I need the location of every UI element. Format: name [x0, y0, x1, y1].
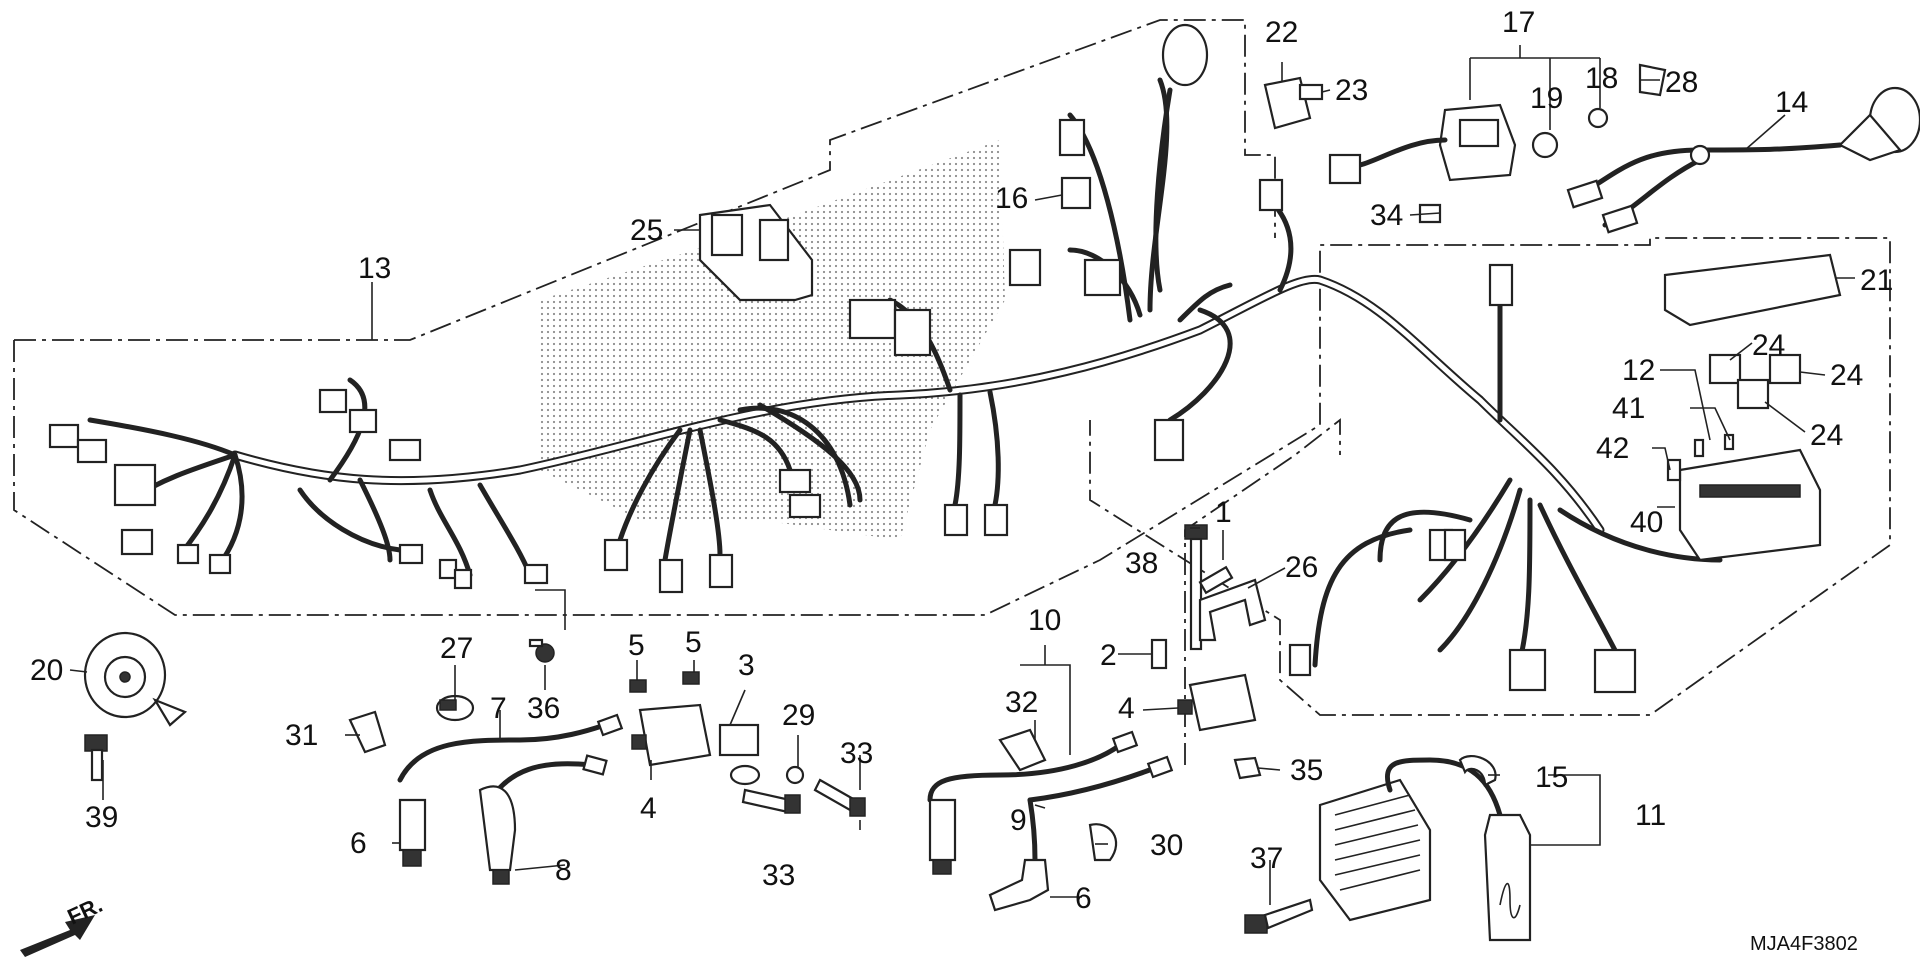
callout-5b: 5 — [685, 626, 702, 659]
harness-group-outline-top — [14, 19, 1276, 341]
callout-21: 21 — [1860, 264, 1893, 297]
collar-2 — [1150, 638, 1168, 670]
callout-4b: 4 — [1118, 692, 1135, 725]
callout-28: 28 — [1665, 66, 1698, 99]
callout-33b: 33 — [762, 859, 795, 892]
callout-40: 40 — [1630, 506, 1663, 539]
callout-numbers: 13 25 16 22 23 17 19 18 28 14 34 21 24 2… — [30, 6, 1893, 915]
callout-17: 17 — [1502, 6, 1535, 39]
plug-cap-6-left — [398, 798, 427, 867]
harness-group-outline — [13, 237, 1891, 716]
clamp-32 — [998, 728, 1047, 772]
callout-7: 7 — [490, 692, 507, 725]
plug-lead-7 — [397, 713, 624, 803]
callout-37: 37 — [1250, 842, 1283, 875]
ignition-coil-4-right — [1177, 673, 1257, 732]
clamp-30 — [1088, 823, 1118, 862]
callout-34: 34 — [1370, 199, 1403, 232]
callout-35: 35 — [1290, 754, 1323, 787]
callout-23: 23 — [1335, 74, 1368, 107]
fuse-box-21 — [1663, 253, 1842, 327]
plug-lead-10 — [927, 730, 1174, 875]
nut-35 — [1233, 756, 1262, 780]
relay-box-17 — [1328, 63, 1667, 224]
pin-1 — [1198, 565, 1234, 595]
plug-cap-6-right — [988, 797, 1050, 912]
bolt-39 — [84, 734, 108, 782]
bolt-37 — [1244, 898, 1314, 934]
callout-29: 29 — [782, 699, 815, 732]
coupler-25 — [698, 203, 814, 302]
nuts-5 — [629, 671, 700, 693]
callout-5a: 5 — [628, 629, 645, 662]
callout-25: 25 — [630, 214, 663, 247]
coil-group-outline — [1184, 418, 1341, 765]
callout-19: 19 — [1530, 82, 1563, 115]
callout-18: 18 — [1585, 62, 1618, 95]
boot-upper — [1153, 23, 1209, 293]
plug-cap-8 — [478, 785, 517, 885]
ignition-coil-3 — [631, 703, 761, 786]
callout-24b: 24 — [1830, 359, 1863, 392]
stipple-shading — [540, 140, 1005, 540]
callout-6b: 6 — [1075, 882, 1092, 915]
callout-33a: 33 — [840, 737, 873, 770]
callout-41: 41 — [1612, 392, 1645, 425]
relays-24 — [1708, 353, 1802, 410]
callout-11: 11 — [1635, 799, 1666, 832]
callout-6a: 6 — [350, 827, 367, 860]
callout-14: 14 — [1775, 86, 1808, 119]
callout-30: 30 — [1150, 829, 1183, 862]
front-direction-arrow: FR. — [20, 892, 106, 957]
callout-39: 39 — [85, 801, 118, 834]
fuse-block-40 — [1666, 433, 1822, 562]
callout-27: 27 — [440, 632, 473, 665]
callout-12: 12 — [1622, 354, 1655, 387]
callout-26: 26 — [1285, 551, 1318, 584]
connector-16 — [1060, 176, 1092, 210]
callout-20: 20 — [30, 654, 63, 687]
callout-24c: 24 — [1810, 419, 1843, 452]
callout-36: 36 — [527, 692, 560, 725]
callout-38: 38 — [1125, 547, 1158, 580]
callout-3: 3 — [738, 649, 755, 682]
bolts-33 — [741, 778, 866, 817]
harness-connectors-left — [48, 388, 1009, 594]
callout-31: 31 — [285, 719, 318, 752]
callout-13: 13 — [358, 252, 391, 285]
callout-24a: 24 — [1752, 329, 1785, 362]
callout-4a: 4 — [640, 792, 657, 825]
callout-10: 10 — [1028, 604, 1061, 637]
regulator-rectifier-11 — [1318, 757, 1532, 942]
relay-22 — [1263, 76, 1324, 130]
callout-22: 22 — [1265, 16, 1298, 49]
callout-32: 32 — [1005, 686, 1038, 719]
callout-8: 8 — [555, 854, 572, 887]
wire-sub-harness-14 — [1566, 86, 1920, 234]
bracket-26 — [1198, 578, 1267, 642]
callout-16: 16 — [995, 182, 1028, 215]
washer-29 — [785, 765, 805, 785]
callout-2: 2 — [1100, 639, 1117, 672]
clamp-31 — [348, 710, 387, 754]
callout-1: 1 — [1215, 496, 1232, 529]
horn-20 — [83, 631, 188, 727]
clamp-15 — [1458, 755, 1497, 787]
callout-42: 42 — [1596, 432, 1629, 465]
leader-lines — [69, 45, 1855, 905]
callout-15: 15 — [1535, 761, 1568, 794]
screw-36 — [528, 638, 555, 663]
harness-connectors-right — [1288, 528, 1637, 694]
diagram-code: MJA4F3802 — [1750, 933, 1858, 955]
callout-9: 9 — [1010, 804, 1027, 837]
